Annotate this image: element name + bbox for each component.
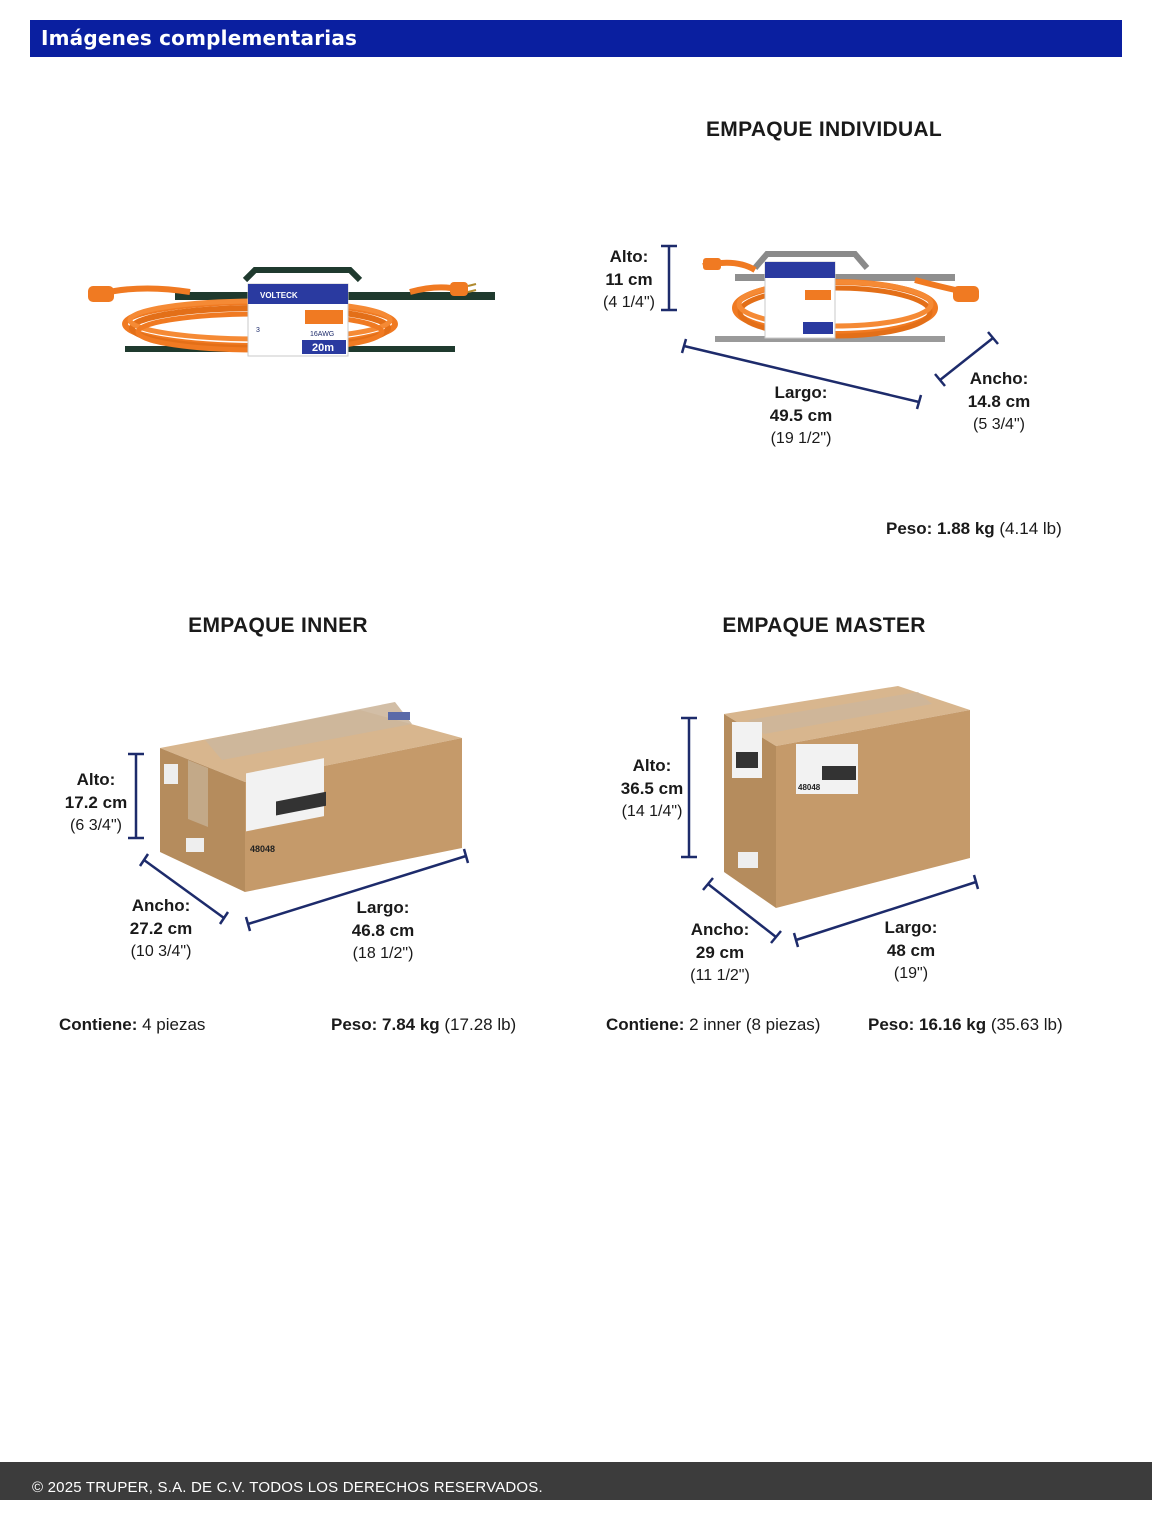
product-gauge: 16AWG <box>310 331 334 338</box>
section-title-master: EMPAQUE MASTER <box>722 614 926 637</box>
individual-dimension-lines <box>661 244 999 410</box>
header-bar: Imágenes complementarias <box>30 20 1122 57</box>
master-box-code: 48048 <box>798 783 821 792</box>
inner-box-code: 48048 <box>250 844 275 854</box>
product-length: 20m <box>312 342 334 354</box>
master-box-image: 48048 <box>724 686 970 908</box>
footer: © 2025 TRUPER, S.A. DE C.V. TODOS LOS DE… <box>0 1462 1152 1500</box>
inner-contiene: Contiene: 4 piezas <box>59 1015 206 1034</box>
footer-copyright: © 2025 TRUPER, S.A. DE C.V. TODOS LOS DE… <box>32 1479 543 1496</box>
master-contiene: Contiene: 2 inner (8 piezas) <box>606 1015 821 1034</box>
individual-largo: Largo: 49.5 cm (19 1/2") <box>769 383 833 447</box>
inner-alto: Alto: 17.2 cm (6 3/4") <box>64 770 128 834</box>
master-largo: Largo: 48 cm (19") <box>884 918 938 982</box>
section-title-inner: EMPAQUE INNER <box>188 614 368 637</box>
master-ancho: Ancho: 29 cm (11 1/2") <box>690 920 750 984</box>
header-title: Imágenes complementarias <box>41 26 358 50</box>
inner-ancho: Ancho: 27.2 cm (10 3/4") <box>129 896 193 960</box>
inner-box-image: 48048 <box>160 702 462 892</box>
section-title-individual: EMPAQUE INDIVIDUAL <box>705 118 943 141</box>
inner-peso: Peso: 7.84 kg (17.28 lb) <box>331 1015 517 1034</box>
product-image: VOLTECK 16AWG 3 20m <box>88 267 495 357</box>
master-peso: Peso: 16.16 kg (35.63 lb) <box>868 1015 1063 1034</box>
individual-peso: Peso: 1.88 kg (4.14 lb) <box>886 519 1062 538</box>
master-dimension-lines <box>681 716 980 948</box>
individual-ancho: Ancho: 14.8 cm (5 3/4") <box>967 369 1031 433</box>
product-brand: VOLTECK <box>260 291 298 300</box>
inner-largo: Largo: 46.8 cm (18 1/2") <box>351 898 415 962</box>
product-count: 3 <box>256 327 260 334</box>
individual-package-image <box>702 251 979 342</box>
inner-dimension-lines <box>128 752 470 932</box>
individual-alto: Alto: 11 cm (4 1/4") <box>603 247 655 311</box>
master-alto: Alto: 36.5 cm (14 1/4") <box>620 756 684 820</box>
